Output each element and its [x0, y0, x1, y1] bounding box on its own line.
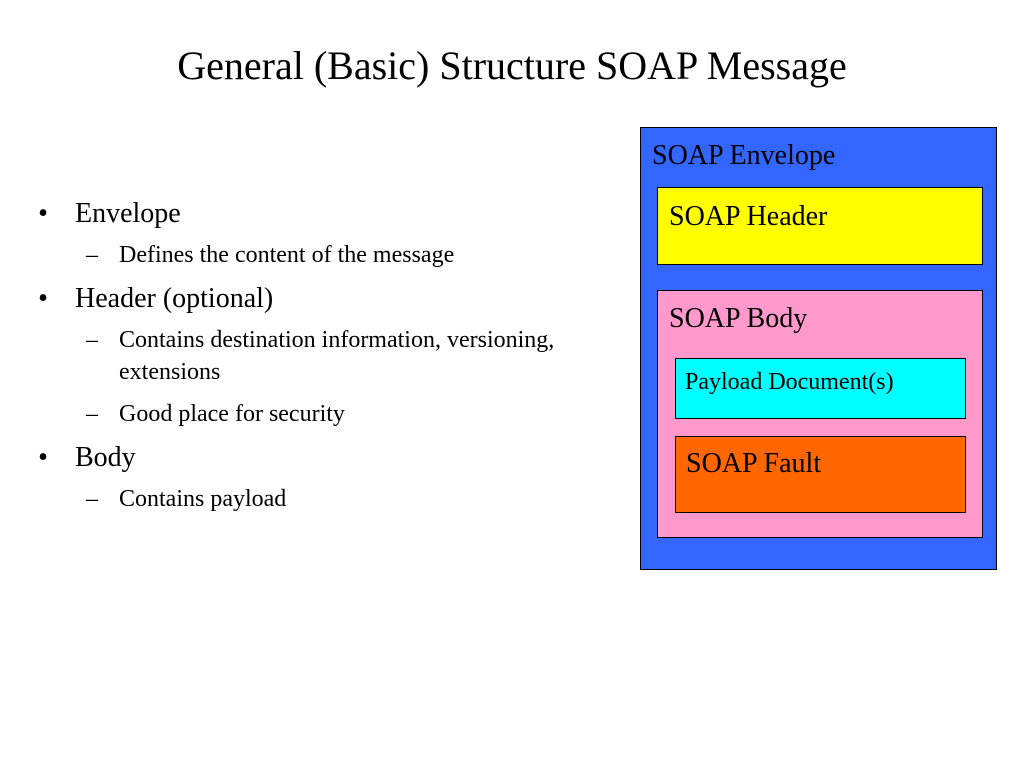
bullet-item-body: • Body	[33, 440, 593, 476]
bullet-text: Body	[75, 442, 136, 473]
sub-item-text: Defines the content of the message	[119, 242, 455, 268]
soap-body-label: SOAP Body	[669, 303, 808, 334]
soap-envelope-box: SOAP Envelope SOAP Header SOAP Body Payl…	[640, 127, 997, 570]
sub-list-header: – Contains destination information, vers…	[33, 324, 593, 430]
bullet-marker: •	[38, 198, 48, 229]
sub-item-text: Contains payload	[119, 486, 287, 512]
dash-marker: –	[86, 486, 98, 512]
sub-item: – Contains payload	[33, 483, 593, 515]
soap-header-label: SOAP Header	[669, 201, 828, 232]
sub-list-body: – Contains payload	[33, 483, 593, 515]
soap-envelope-label: SOAP Envelope	[652, 140, 836, 171]
dash-marker: –	[86, 401, 98, 427]
bullet-item-envelope: • Envelope	[33, 196, 593, 232]
bullet-text: Envelope	[75, 198, 181, 229]
dash-marker: –	[86, 327, 98, 353]
bullet-list: • Envelope – Defines the content of the …	[33, 196, 593, 525]
soap-fault-box: SOAP Fault	[675, 436, 966, 513]
sub-item-text: Good place for security	[119, 401, 345, 427]
bullet-marker: •	[38, 442, 48, 473]
soap-fault-label: SOAP Fault	[686, 448, 822, 479]
bullet-text: Header (optional)	[75, 283, 274, 314]
sub-item: – Defines the content of the message	[33, 239, 593, 271]
soap-header-box: SOAP Header	[657, 187, 983, 265]
dash-marker: –	[86, 242, 98, 268]
bullet-item-header: • Header (optional)	[33, 281, 593, 317]
bullet-marker: •	[38, 283, 48, 314]
payload-document-box: Payload Document(s)	[675, 358, 966, 419]
sub-item: – Good place for security	[33, 398, 593, 430]
slide-title: General (Basic) Structure SOAP Message	[177, 43, 847, 88]
sub-item-text: Contains destination information, versio…	[119, 327, 555, 385]
sub-item: – Contains destination information, vers…	[33, 324, 593, 388]
payload-document-label: Payload Document(s)	[685, 369, 894, 395]
sub-list-envelope: – Defines the content of the message	[33, 239, 593, 271]
soap-body-box: SOAP Body Payload Document(s) SOAP Fault	[657, 290, 983, 538]
